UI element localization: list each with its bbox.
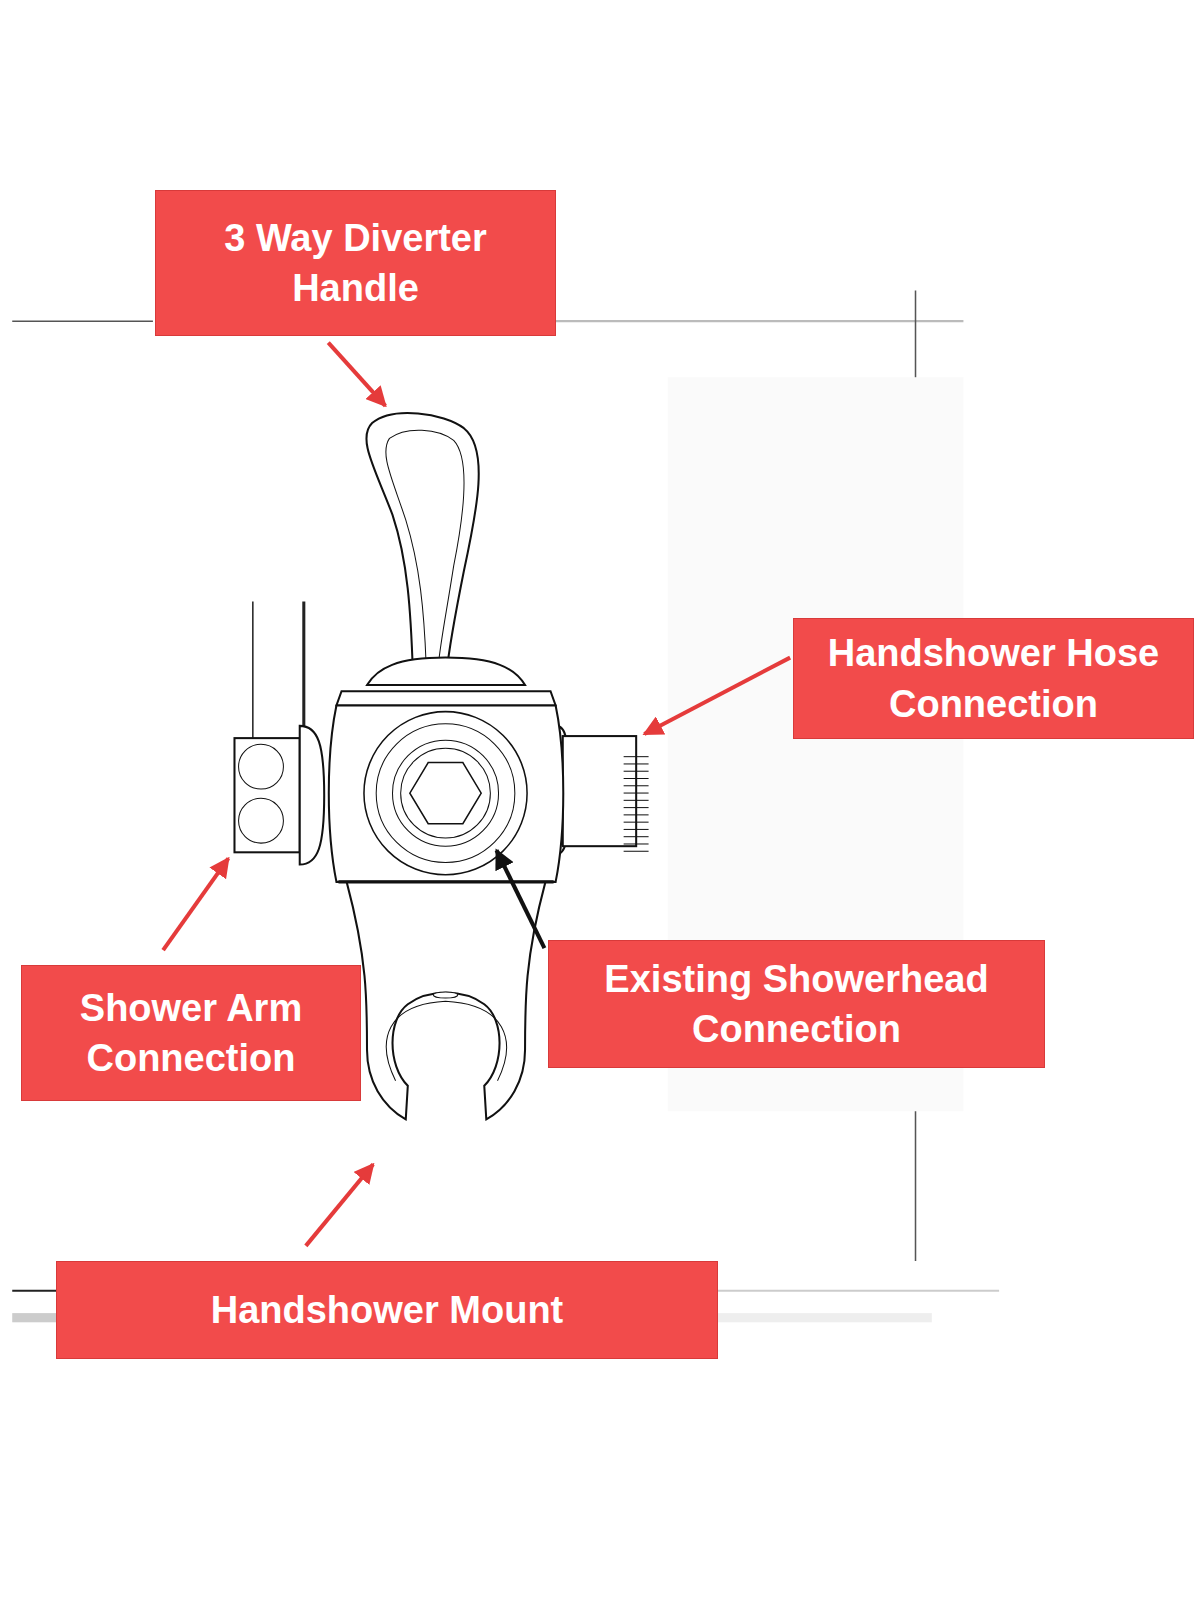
thread-line [624,829,649,830]
callout-label: Existing Showerhead Connection [563,954,1030,1054]
callout-label: Handshower Mount [211,1285,564,1335]
thread-line [624,836,649,837]
thread-line [624,778,649,779]
callout-box: Existing Showerhead Connection [548,940,1045,1068]
thread-line [624,771,649,772]
thread-line [624,763,649,764]
callout-box: Handshower Hose Connection [793,618,1194,738]
thread-line [624,756,649,757]
thread-line [624,814,649,815]
callout-label: 3 Way Diverter Handle [170,213,541,313]
thread-line [624,807,649,808]
thread-line [624,785,649,786]
callout-box: Handshower Mount [56,1261,718,1359]
thread-line [624,800,649,801]
callout-label: Shower Arm Connection [36,983,346,1083]
thread-line [624,793,649,794]
callout-box: Shower Arm Connection [21,965,361,1101]
thread-line [624,851,649,852]
callout-label: Handshower Hose Connection [808,628,1179,728]
thread-line [624,822,649,823]
thread-line [624,843,649,844]
callout-box: 3 Way Diverter Handle [155,190,556,336]
